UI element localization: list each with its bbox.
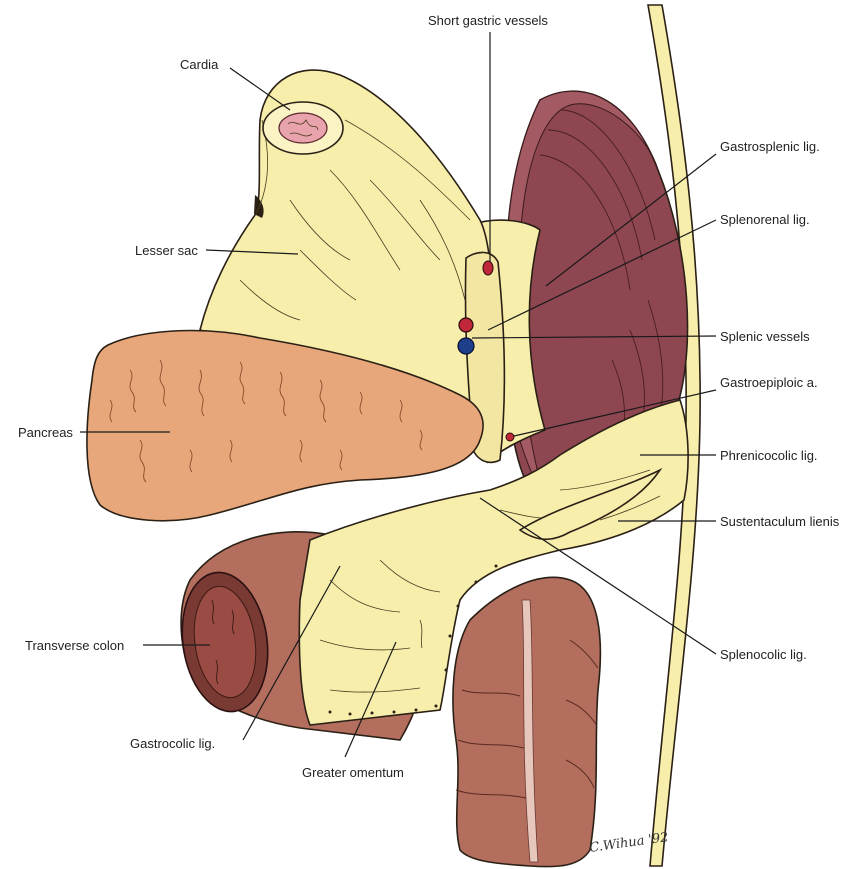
label-gastrosplenic-lig: Gastrosplenic lig. [720,139,820,154]
label-gastroepiploic-a: Gastroepiploic a. [720,375,818,390]
label-splenocolic-lig: Splenocolic lig. [720,647,807,662]
label-transverse-colon: Transverse colon [25,638,124,653]
label-pancreas: Pancreas [18,425,73,440]
label-splenorenal-lig: Splenorenal lig. [720,212,810,227]
cardia-lumen [279,113,327,143]
label-splenic-vessels: Splenic vessels [720,329,810,344]
label-short-gastric-vessels: Short gastric vessels [428,13,548,28]
label-cardia: Cardia [180,57,219,72]
label-gastrocolic-lig: Gastrocolic lig. [130,736,215,751]
label-lesser-sac: Lesser sac [135,243,198,258]
label-phrenicocolic-lig: Phrenicocolic lig. [720,448,818,463]
label-greater-omentum: Greater omentum [302,765,404,780]
gastroepiploic-artery [506,433,514,441]
splenic-artery [459,318,473,332]
splenic-vein [458,338,474,354]
short-gastric-vessel [483,261,493,275]
label-sustentaculum-lienis: Sustentaculum lienis [720,514,840,529]
